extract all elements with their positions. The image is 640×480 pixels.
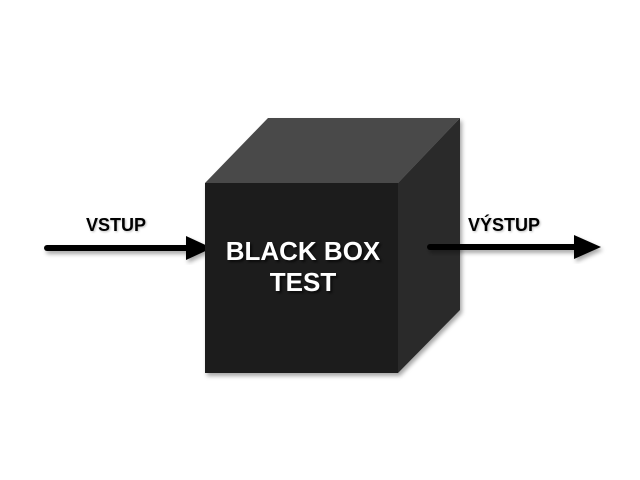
- box-title-line1: BLACK BOX: [225, 236, 381, 266]
- output-arrow: [427, 235, 601, 259]
- cube-front-face: [205, 183, 398, 373]
- input-arrow: [44, 236, 212, 260]
- cube-top-face: [205, 118, 460, 183]
- output-label: VÝSTUP: [468, 215, 541, 235]
- box-title-line2: TEST: [269, 267, 337, 297]
- black-box-cube: [205, 118, 460, 373]
- box-title: BLACK BOX TEST: [204, 236, 402, 298]
- input-label: VSTUP: [86, 215, 147, 235]
